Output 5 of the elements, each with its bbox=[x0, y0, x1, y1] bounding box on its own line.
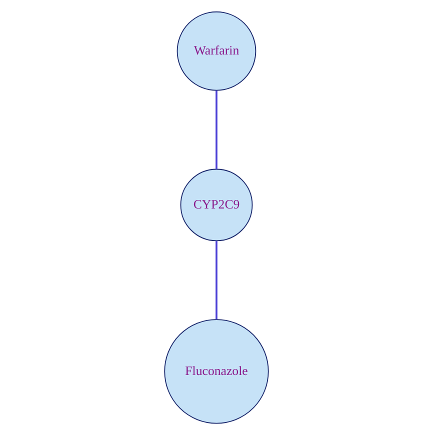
connector bbox=[216, 90, 218, 170]
node-circle: Fluconazole bbox=[164, 319, 269, 424]
node-circle: Warfarin bbox=[176, 11, 256, 91]
node-circle: CYP2C9 bbox=[180, 168, 253, 242]
connector bbox=[216, 240, 218, 320]
